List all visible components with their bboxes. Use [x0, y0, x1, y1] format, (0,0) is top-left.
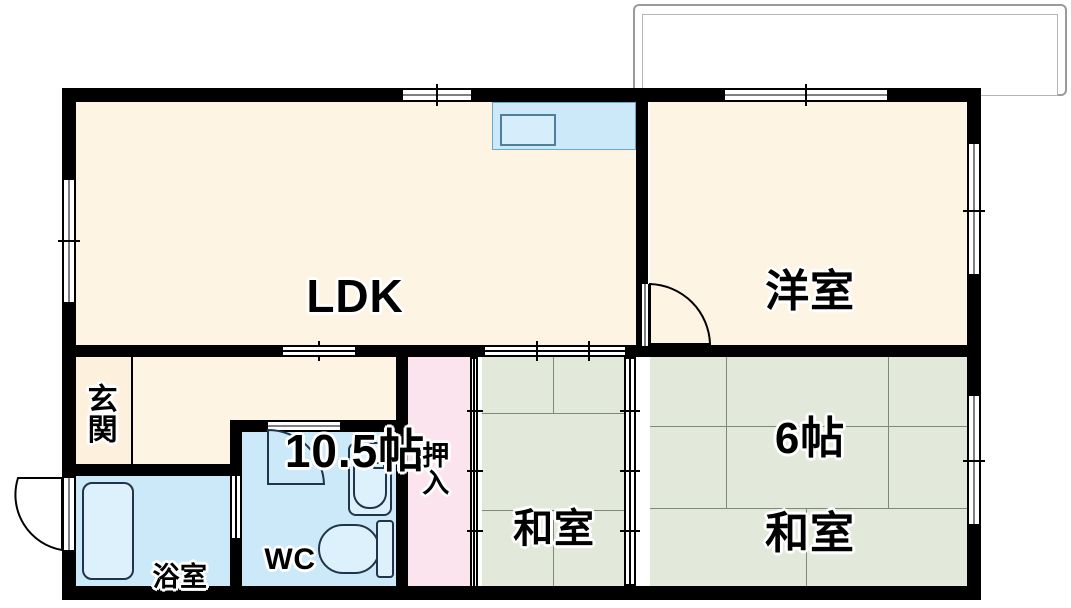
wall-yoshitsu-bottom [636, 345, 981, 357]
tatami-seam [553, 356, 554, 413]
wall-bottom [62, 586, 981, 600]
wall-washitsu-divider-bottom [624, 584, 636, 600]
wall-washitsu-divider-top [624, 345, 636, 359]
genkan-fill [74, 356, 132, 464]
sliding-door-rail [283, 350, 355, 352]
sliding-door-rail [473, 359, 475, 586]
tatami-seam [650, 508, 969, 509]
room-label-wc-senmen: WC 洗面 [244, 476, 336, 608]
ldk-label-line1: LDK [306, 270, 404, 323]
room-fill-yoshitsu [650, 100, 969, 345]
room-label-washitsu-3: 和室 3帖 [483, 417, 625, 608]
fusuma-mullion [536, 341, 538, 361]
fusuma-mullion [588, 341, 590, 361]
washitsu6-label-line1: 和室 [765, 508, 855, 558]
window-mullion [805, 84, 807, 106]
fusuma-mullion [620, 410, 640, 412]
sliding-door-rail [485, 350, 625, 352]
fusuma-mullion [467, 470, 483, 472]
fusuma-mullion [467, 530, 483, 532]
tatami-seam [553, 510, 554, 588]
tatami-seam [650, 426, 830, 427]
genkan-label-line1: 玄関 [82, 383, 116, 445]
washitsu3-label-line1: 和室 [513, 506, 595, 551]
tatami-seam [482, 413, 624, 414]
fusuma-mullion [467, 410, 483, 412]
tatami-seam [806, 508, 807, 588]
tatami-seam [888, 426, 889, 508]
toilet-bowl [318, 524, 380, 574]
wall-oshiire-left [396, 356, 408, 600]
bath-door[interactable] [230, 476, 242, 538]
washbasin-faucet [373, 462, 385, 469]
balcony-inner-outline [642, 14, 1058, 96]
ldk-washitsu3-fusuma[interactable] [485, 345, 625, 357]
wc-door-header [268, 420, 340, 432]
genkan-step-line [131, 356, 133, 464]
oshiire-label-line1: 押入 [418, 441, 449, 497]
wc-label-line1: WC [264, 543, 316, 577]
yoshitsu-label-line1: 洋室 [765, 266, 855, 316]
tatami-seam [830, 426, 969, 427]
room-label-yokushitsu: 浴室 [130, 502, 230, 608]
sliding-door-rail [235, 476, 237, 538]
tatami-seam [888, 356, 889, 426]
tatami-seam [726, 356, 727, 426]
room-label-yoshitsu: 洋室 6帖 [690, 168, 930, 562]
window-mullion [436, 84, 438, 106]
window-mullion [58, 240, 80, 242]
yoshitsu-east-window[interactable] [967, 144, 981, 274]
wall-top-left [62, 88, 636, 102]
room-label-genkan: 玄関 [82, 372, 116, 456]
room-label-ldk: LDK 10.5帖 [210, 168, 500, 580]
yokushitsu-label-line1: 浴室 [152, 562, 208, 593]
entrance-door-arc [0, 466, 80, 566]
ldk-label-line2: 10.5帖 [284, 424, 426, 477]
washbasin-bowl [353, 449, 387, 509]
bathtub [82, 482, 134, 580]
yoshitsu-label-line2: 6帖 [774, 414, 846, 464]
window-mullion [963, 210, 985, 212]
wc-door-arc [266, 428, 338, 488]
room-fill-washitsu-6 [650, 356, 969, 588]
room-label-washitsu-6: 和室 6帖 [700, 410, 920, 608]
wall-hallway-bottom [62, 464, 242, 476]
kitchen-sink [500, 114, 556, 146]
oshiire-fusuma[interactable] [470, 359, 478, 586]
fusuma-mullion [620, 470, 640, 472]
window-mullion [963, 460, 985, 462]
toilet-tank [376, 520, 394, 578]
yoshitsu-door-arc [648, 282, 720, 350]
room-fill-oshiire [408, 356, 470, 588]
tatami-seam [726, 426, 727, 508]
fusuma-mullion [620, 530, 640, 532]
ldk-hall-sliding[interactable] [283, 345, 355, 357]
room-label-oshiire: 押入 [418, 424, 448, 514]
